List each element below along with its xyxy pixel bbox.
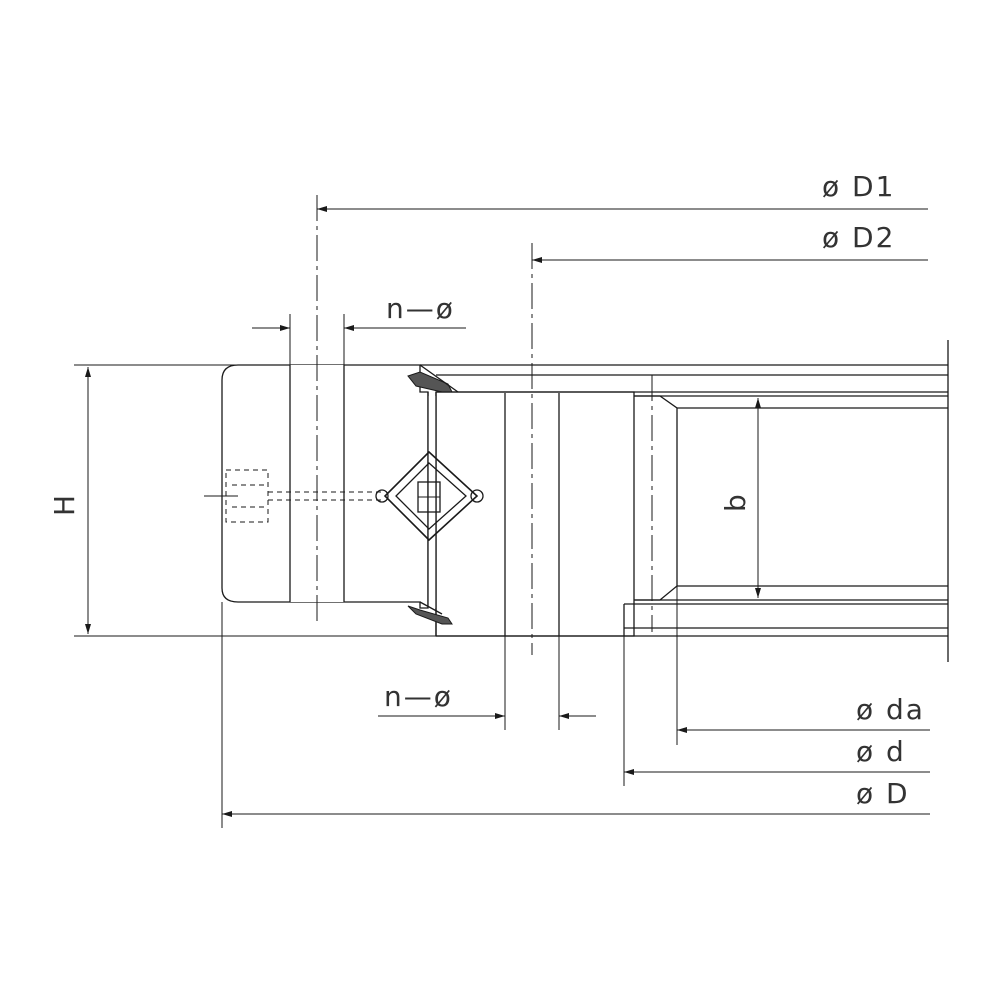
dimension-n-holes-top: n—ø bbox=[252, 292, 466, 365]
label-d: ø d bbox=[856, 735, 906, 768]
label-D: ø D bbox=[856, 777, 910, 810]
label-D1: ø D1 bbox=[822, 170, 895, 203]
outer-ring-section bbox=[221, 364, 429, 609]
label-D2: ø D2 bbox=[822, 221, 895, 254]
crossed-roller bbox=[375, 450, 484, 542]
gear-tooth-profile bbox=[420, 340, 949, 662]
dimension-H: H bbox=[48, 364, 436, 637]
dimension-D: ø D bbox=[221, 602, 930, 828]
grease-plug-hole bbox=[204, 469, 382, 523]
label-H: H bbox=[48, 493, 81, 516]
outer-ring-bolt-hole bbox=[289, 195, 345, 622]
dimension-D1: ø D1 bbox=[317, 170, 928, 212]
raceway-gap bbox=[427, 392, 437, 636]
bottom-seal bbox=[407, 601, 453, 625]
label-da: ø da bbox=[856, 693, 925, 726]
dimension-b: b bbox=[719, 398, 761, 598]
dimension-da: ø da bbox=[676, 586, 930, 745]
label-b: b bbox=[719, 492, 752, 512]
dimension-n-holes-bottom: n—ø bbox=[378, 636, 596, 730]
top-seal bbox=[407, 364, 459, 393]
dimension-D2: ø D2 bbox=[532, 221, 928, 263]
dimension-d: ø d bbox=[623, 636, 930, 786]
label-n-holes-bottom: n—ø bbox=[384, 680, 453, 713]
inner-ring-section bbox=[435, 243, 635, 655]
label-n-holes-top: n—ø bbox=[386, 292, 455, 325]
